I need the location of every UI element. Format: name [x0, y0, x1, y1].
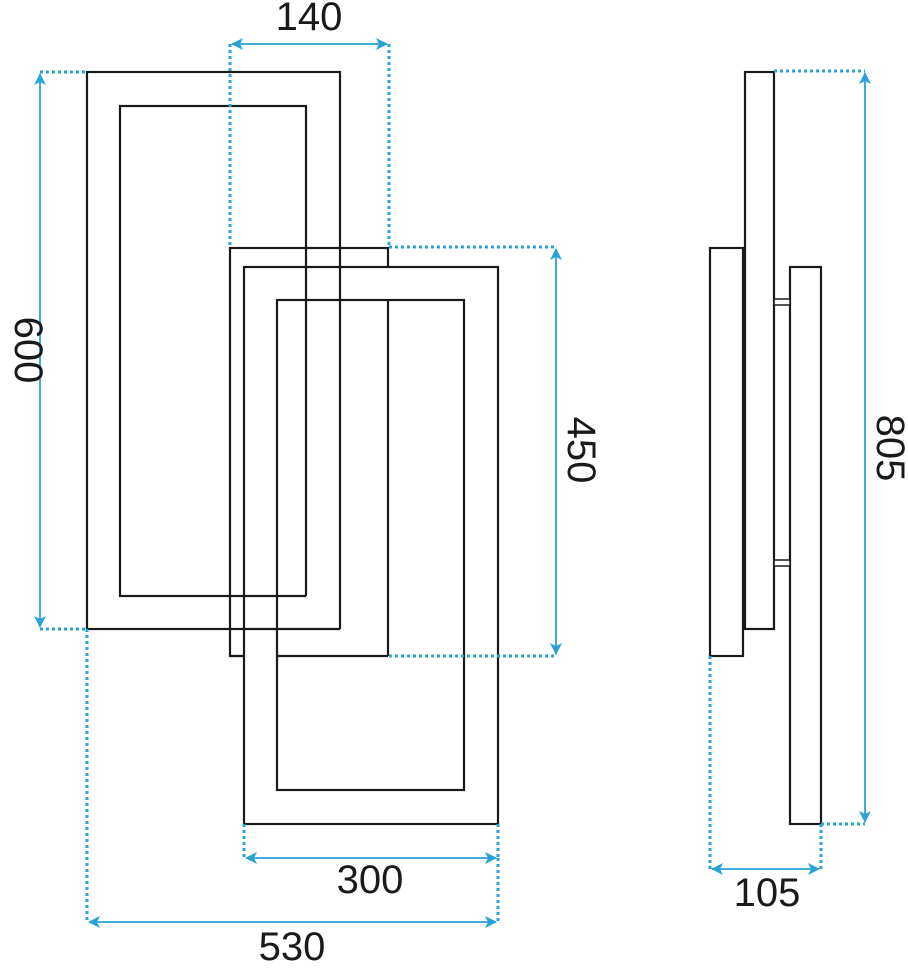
dim-805-label: 805	[868, 415, 908, 482]
side-connector-bottom	[773, 559, 791, 567]
side-dimensions: 805 105	[708, 69, 908, 915]
dim-600-label: 600	[6, 317, 50, 384]
front-frame-inner	[275, 298, 466, 792]
dim-140-label: 140	[276, 0, 343, 39]
side-panel-middle	[708, 246, 745, 658]
side-connector-top	[773, 298, 791, 306]
dim-105-label: 105	[734, 871, 801, 915]
front-dimensions: 140 600 450 300 530	[6, 0, 603, 969]
dim-300-label: 300	[337, 858, 404, 902]
dim-450-label: 450	[559, 417, 603, 484]
side-view	[708, 70, 823, 826]
side-panel-back	[743, 70, 776, 631]
front-frame-outer	[242, 265, 500, 826]
side-panel-front	[788, 265, 823, 826]
dim-530-label: 530	[259, 925, 326, 964]
front-view	[85, 70, 500, 826]
